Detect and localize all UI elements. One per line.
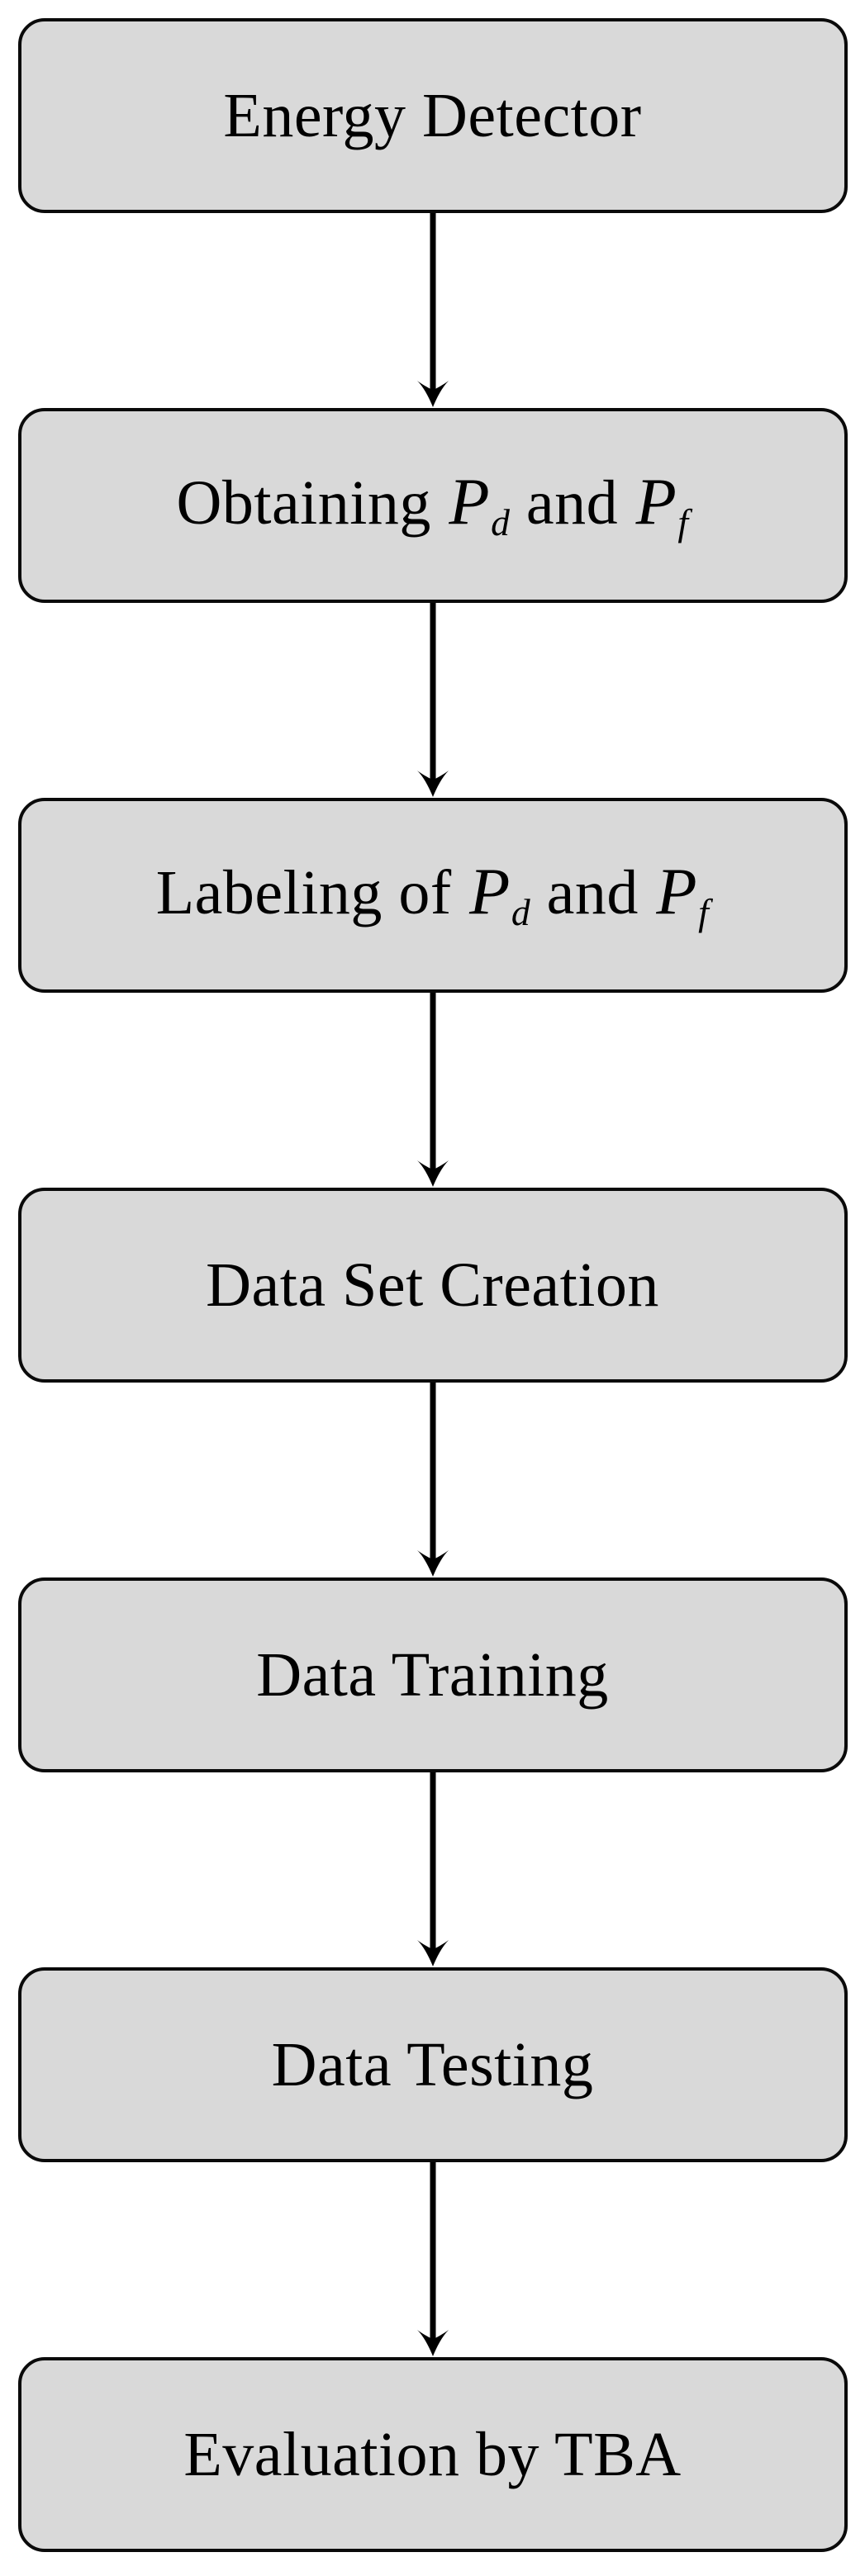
node-label-labeling-pd-pf: Labeling of Pd and Pf <box>155 855 710 934</box>
flow-node-evaluation-by-tba: Evaluation by TBA <box>17 2357 848 2552</box>
node-label-data-training: Data Training <box>256 1640 609 1710</box>
down-arrow-icon <box>416 1383 449 1577</box>
down-arrow-icon <box>416 993 449 1187</box>
flow-node-data-set-creation: Data Set Creation <box>17 1188 848 1383</box>
node-label-energy-detector: Energy Detector <box>223 81 642 150</box>
flow-node-labeling-pd-pf: Labeling of Pd and Pf <box>17 798 848 993</box>
down-arrow-icon <box>416 2162 449 2356</box>
flow-node-obtaining-pd-pf: Obtaining Pd and Pf <box>17 408 848 603</box>
node-label-evaluation-by-tba: Evaluation by TBA <box>183 2420 682 2489</box>
node-label-data-testing: Data Testing <box>271 2030 594 2099</box>
node-label-obtaining-pd-pf: Obtaining Pd and Pf <box>176 465 689 544</box>
flow-node-data-training: Data Training <box>17 1577 848 1772</box>
flow-node-energy-detector: Energy Detector <box>17 18 848 213</box>
down-arrow-icon <box>416 213 449 407</box>
down-arrow-icon <box>416 1772 449 1966</box>
node-label-data-set-creation: Data Set Creation <box>206 1250 659 1320</box>
down-arrow-icon <box>416 603 449 797</box>
flow-node-data-testing: Data Testing <box>17 1967 848 2162</box>
